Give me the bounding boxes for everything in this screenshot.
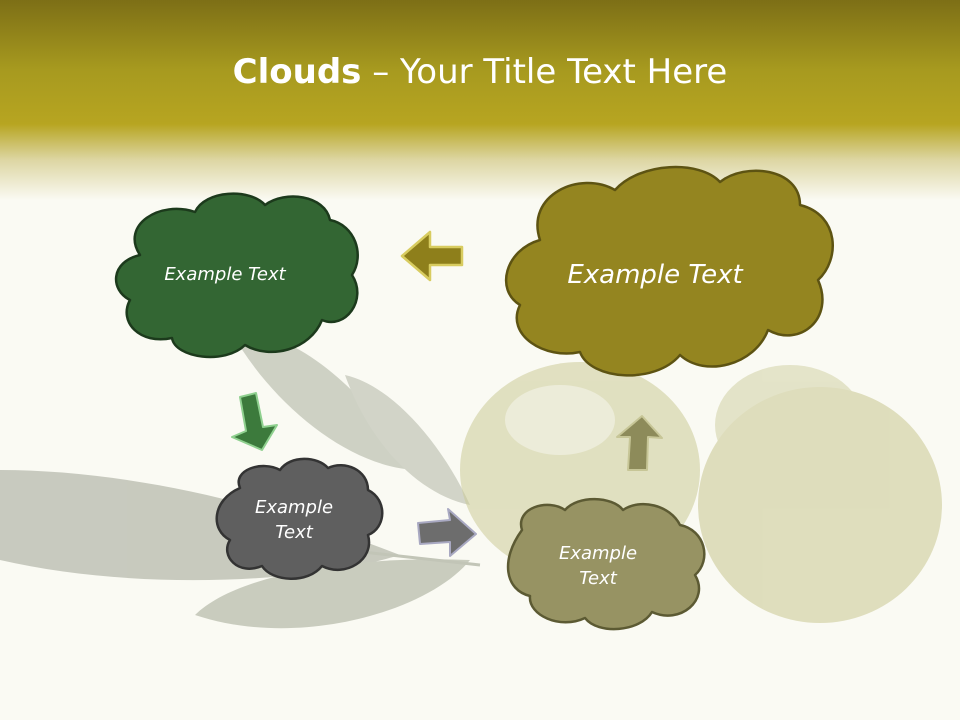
arrow-right: [417, 508, 477, 557]
title-rest: – Your Title Text Here: [361, 52, 728, 92]
cloud-olive[interactable]: [504, 165, 834, 377]
cloud-gray[interactable]: [215, 457, 384, 580]
header-band: [0, 0, 960, 200]
arrow-up: [616, 415, 663, 471]
cloud-khaki[interactable]: [506, 497, 706, 631]
cloud-dark-green-text[interactable]: Example Text: [164, 264, 286, 286]
cloud-gray-text[interactable]: Example Text: [254, 496, 334, 543]
arrow-left: [400, 230, 464, 282]
cloud-khaki-text[interactable]: Example Text: [558, 542, 638, 589]
slide-title: Clouds – Your Title Text Here: [0, 52, 960, 92]
cloud-dark-green[interactable]: [114, 192, 359, 359]
title-bold: Clouds: [232, 52, 362, 92]
arrow-down: [231, 392, 278, 451]
cloud-olive-text[interactable]: Example Text: [567, 259, 743, 290]
